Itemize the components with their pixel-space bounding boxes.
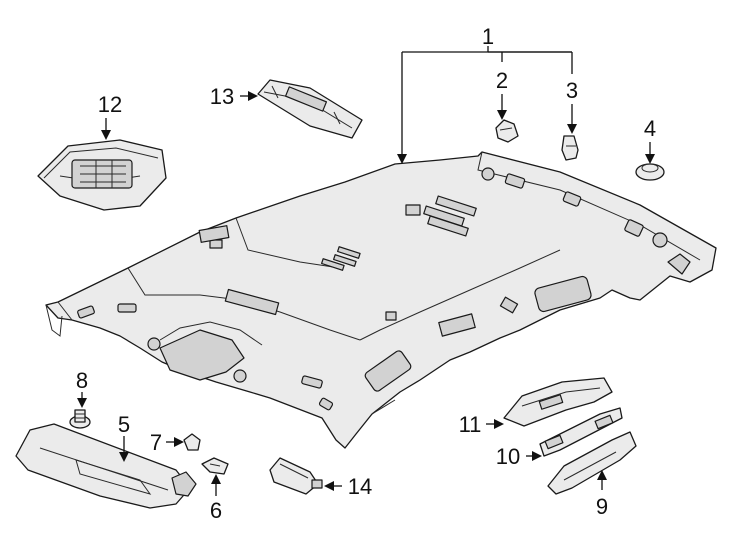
headliner-panel [45, 151, 717, 449]
overhead-console-12 [37, 139, 167, 211]
grab-handle-9 [547, 431, 637, 495]
clip-2 [495, 119, 519, 143]
callout-11: 11 [459, 412, 482, 437]
callout-7: 7 [150, 430, 162, 455]
retainer-3 [561, 135, 579, 161]
handle-bracket-10 [539, 407, 623, 457]
screw-8 [69, 409, 91, 429]
cap-4 [635, 163, 665, 181]
callout-14: 14 [348, 474, 372, 499]
callout-8: 8 [76, 368, 88, 393]
callout-4: 4 [644, 116, 656, 141]
visor-clip-6 [201, 457, 229, 475]
garage-opener-14 [269, 457, 323, 495]
callout-2: 2 [496, 68, 508, 93]
callout-9: 9 [596, 494, 608, 519]
callout-13: 13 [210, 84, 234, 109]
callout-12: 12 [98, 92, 122, 117]
callout-10: 10 [496, 444, 520, 469]
visor-bracket-7 [183, 433, 201, 451]
map-light-13 [257, 79, 363, 139]
callout-6: 6 [210, 498, 222, 523]
leader-lines [77, 46, 655, 496]
sun-visor-5 [15, 423, 197, 509]
callout-5: 5 [118, 412, 130, 437]
bracket-11 [503, 377, 613, 427]
callout-1: 1 [482, 24, 494, 49]
callout-3: 3 [566, 78, 578, 103]
callout-labels: 1 2 3 4 5 6 7 8 9 10 11 12 13 14 [76, 24, 656, 523]
